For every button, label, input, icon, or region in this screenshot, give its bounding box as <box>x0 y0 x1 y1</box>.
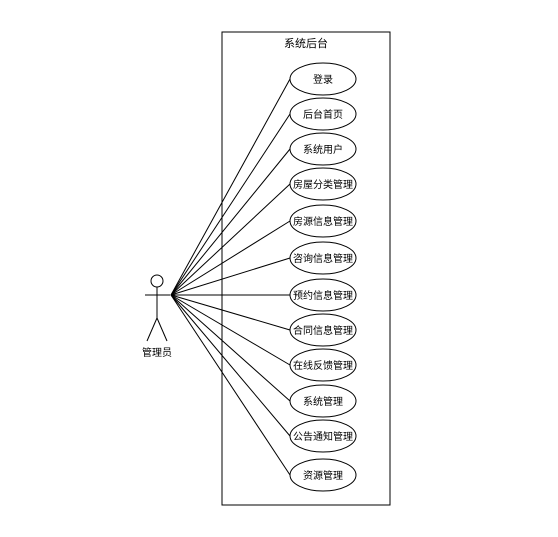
association-line <box>170 113 291 296</box>
association-line <box>170 148 291 296</box>
use-case-label: 房屋分类管理 <box>293 178 353 191</box>
use-case: 房屋分类管理 <box>289 167 357 201</box>
use-case-ellipse <box>289 458 357 492</box>
actor-right-leg <box>156 317 168 342</box>
use-case-ellipse <box>289 132 357 166</box>
use-case-label: 合同信息管理 <box>293 324 353 337</box>
association-line <box>170 294 291 437</box>
use-case-label: 咨询信息管理 <box>293 252 353 265</box>
association-line <box>170 294 291 402</box>
use-case-ellipse <box>289 278 357 312</box>
association-line <box>170 257 291 296</box>
use-case-label: 登录 <box>313 73 333 86</box>
association-lines <box>170 78 291 476</box>
use-case-label: 系统用户 <box>303 143 343 156</box>
use-case-label: 公告通知管理 <box>293 430 353 443</box>
use-case: 合同信息管理 <box>289 313 357 347</box>
use-case-ellipse <box>289 313 357 347</box>
use-case-ellipse <box>289 419 357 453</box>
actor-figure <box>145 274 170 342</box>
actor-head <box>150 274 164 288</box>
use-case-ellipse <box>289 384 357 418</box>
association-line <box>170 220 291 296</box>
association-line <box>170 78 291 296</box>
use-case-label: 系统管理 <box>303 395 343 408</box>
use-case: 资源管理 <box>289 458 357 492</box>
use-case: 预约信息管理 <box>289 278 357 312</box>
use-case-list: 登录后台首页系统用户房屋分类管理房源信息管理咨询信息管理预约信息管理合同信息管理… <box>289 62 357 492</box>
use-case: 咨询信息管理 <box>289 241 357 275</box>
system-title: 系统后台 <box>284 36 328 50</box>
actor-left-leg <box>146 317 158 342</box>
use-case-ellipse <box>289 204 357 238</box>
use-case-label: 资源管理 <box>303 469 343 482</box>
use-case: 公告通知管理 <box>289 419 357 453</box>
use-case: 系统管理 <box>289 384 357 418</box>
use-case: 房源信息管理 <box>289 204 357 238</box>
use-case: 在线反馈管理 <box>289 348 357 382</box>
use-case-ellipse <box>289 97 357 131</box>
use-case-label: 预约信息管理 <box>293 289 353 302</box>
use-case-ellipse <box>289 241 357 275</box>
use-case-label: 在线反馈管理 <box>293 359 353 372</box>
use-case: 后台首页 <box>289 97 357 131</box>
association-line <box>170 294 291 366</box>
association-line <box>170 183 291 296</box>
association-line <box>170 294 291 476</box>
use-case-ellipse <box>289 167 357 201</box>
use-case-label: 房源信息管理 <box>293 215 353 228</box>
actor-name: 管理员 <box>142 346 172 359</box>
association-line <box>170 294 291 331</box>
use-case: 系统用户 <box>289 132 357 166</box>
use-case-ellipse <box>289 348 357 382</box>
use-case-ellipse <box>289 62 357 96</box>
use-case-label: 后台首页 <box>303 108 343 121</box>
use-case: 登录 <box>289 62 357 96</box>
